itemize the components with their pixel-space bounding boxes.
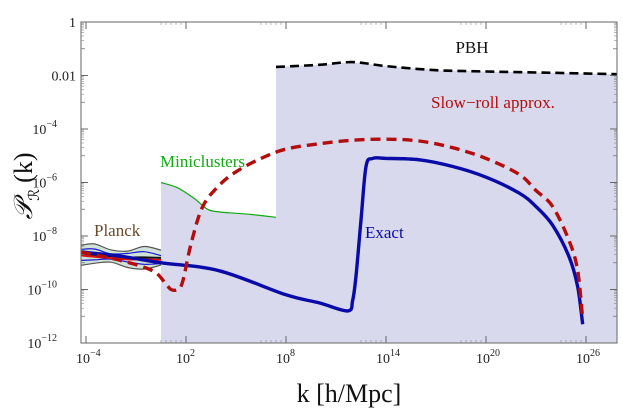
y-tick-label: 1 <box>69 16 76 31</box>
data-curves <box>81 60 617 325</box>
y-axis-subscript: ℛ <box>27 189 43 201</box>
y-axis-argument: (k) <box>9 152 38 182</box>
x-tick-label: 102 <box>176 348 195 367</box>
x-axis-title: k [h/Mpc] <box>297 379 402 408</box>
label-pbh: PBH <box>455 38 488 57</box>
y-tick-label: 10−4 <box>32 119 57 138</box>
label-slow-roll: Slow−roll approx. <box>431 93 555 112</box>
x-tick-label: 108 <box>276 348 295 367</box>
axis-ticks <box>81 21 617 344</box>
label-planck: Planck <box>94 221 141 240</box>
excluded-region <box>161 62 617 343</box>
annotations: PBH Slow−roll approx. Miniclusters Planc… <box>94 38 555 242</box>
x-tick-label: 1014 <box>376 348 400 367</box>
x-tick-label: 1020 <box>476 348 500 367</box>
y-tick-label: 0.01 <box>52 70 77 85</box>
y-tick-label: 10−6 <box>32 173 57 192</box>
y-tick-label: 10−12 <box>27 333 57 352</box>
y-tick-labels: 1 0.01 10−4 10−6 10−8 10−10 10−12 <box>27 16 76 352</box>
label-miniclusters: Miniclusters <box>160 152 245 171</box>
x-tick-label: 1026 <box>576 348 600 367</box>
x-tick-labels: 10−4 102 108 1014 1020 1026 <box>76 348 600 367</box>
y-tick-label: 10−10 <box>27 280 57 299</box>
x-tick-label: 10−4 <box>76 348 101 367</box>
y-tick-label: 10−8 <box>32 226 57 245</box>
label-exact: Exact <box>365 223 404 242</box>
